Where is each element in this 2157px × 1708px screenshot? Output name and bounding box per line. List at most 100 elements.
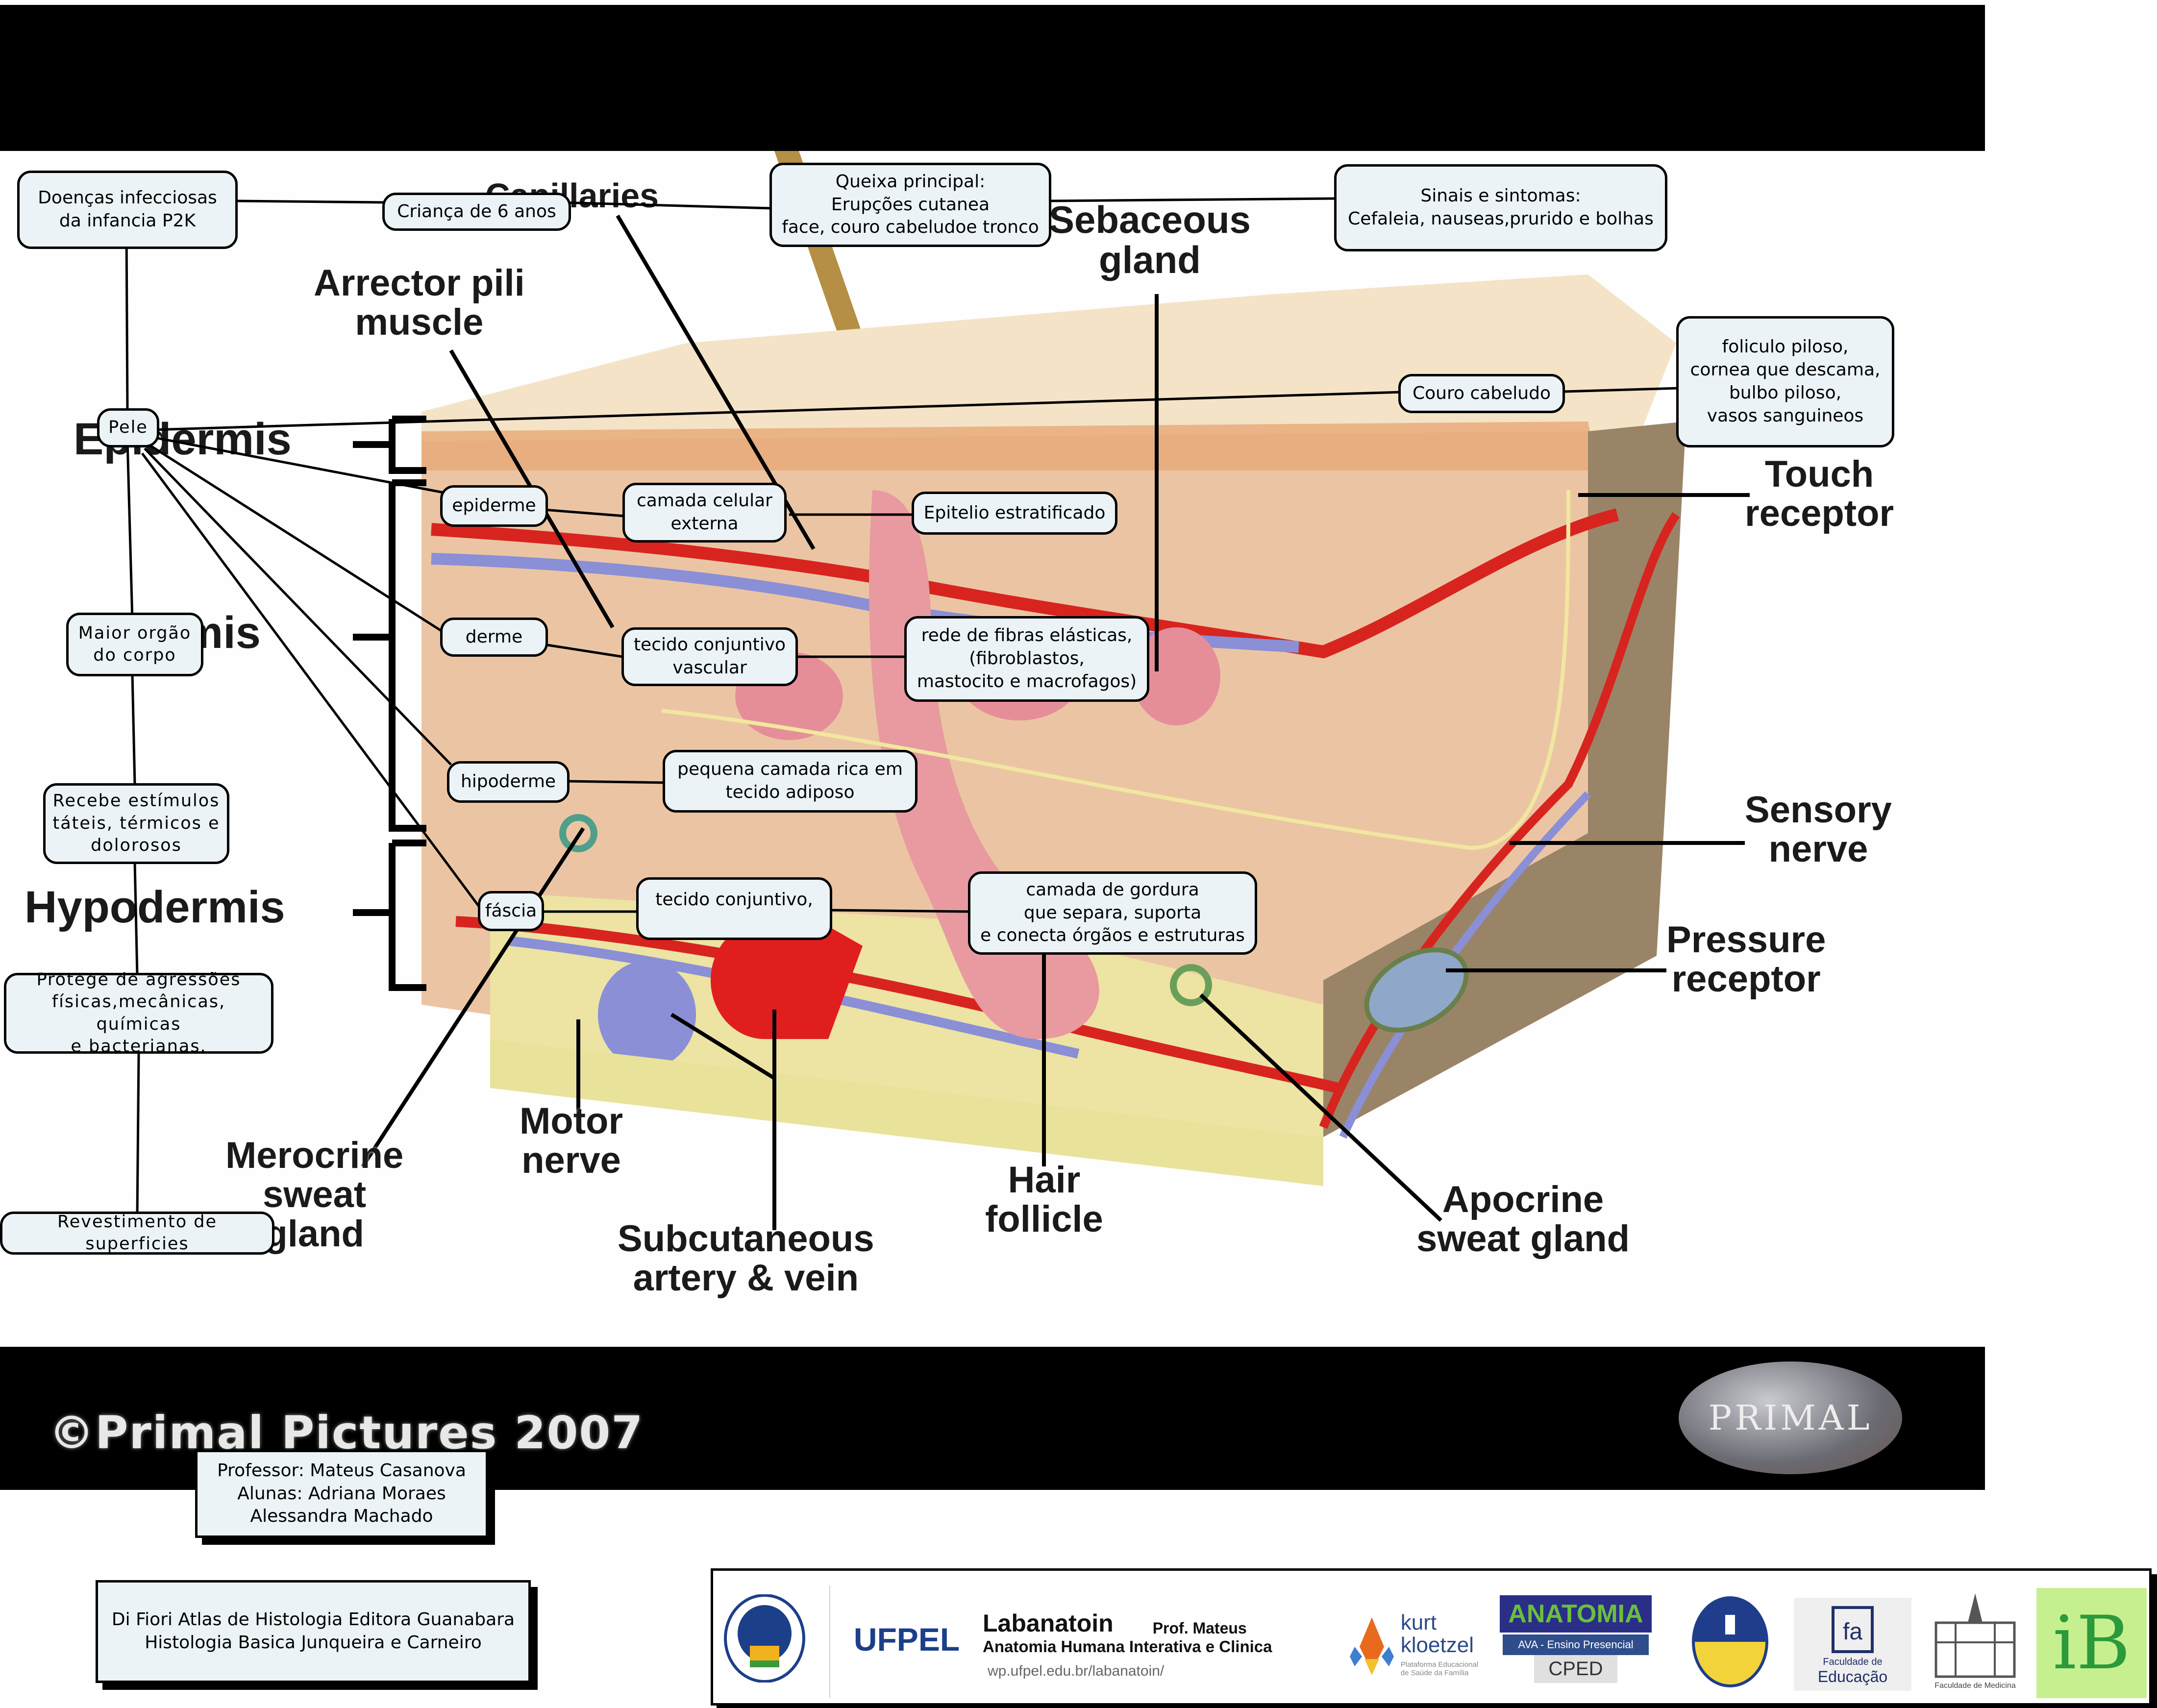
node-tecido-vascular[interactable]: tecido conjuntivo vascular xyxy=(621,627,798,686)
pressure-receptor xyxy=(1364,947,1469,1033)
labanatoin-url: wp.ufpel.edu.br/labanatoin/ xyxy=(988,1663,1165,1679)
credits-references: Di Fiori Atlas de Histologia Editora Gua… xyxy=(96,1580,531,1683)
label-subcutaneous-artery-vein: Subcutaneous artery & vein xyxy=(618,1218,874,1299)
node-recebe-estimulos[interactable]: Recebe estímulos táteis, térmicos e dolo… xyxy=(43,783,229,864)
primal-logo-text: PRIMAL xyxy=(1708,1398,1873,1438)
node-hipoderme[interactable]: hipoderme xyxy=(447,761,570,803)
instituto-biologia-logo: iB xyxy=(2036,1588,2147,1698)
institution-logos-strip: UFPEL Labanatoin Prof. Mateus Anatomia H… xyxy=(711,1568,2152,1706)
label-motor-nerve: Motor nerve xyxy=(520,1100,623,1181)
credits-authors: Professor: Mateus Casanova Alunas: Adria… xyxy=(195,1450,488,1538)
crest-icon xyxy=(1692,1596,1768,1687)
node-text: Queixa principal: Erupções cutanea face,… xyxy=(782,171,1039,238)
faculdade-educacao-logo: fa Faculdade de Educação xyxy=(1794,1598,1911,1691)
authors-text: Professor: Mateus Casanova Alunas: Adria… xyxy=(217,1460,466,1527)
bracket-dermis xyxy=(353,479,426,832)
label-merocrine-sweat-gland: Merocrine sweat gland xyxy=(225,1135,404,1255)
label-sensory-nerve: Sensory nerve xyxy=(1745,789,1892,870)
node-couro-detail[interactable]: foliculo piloso, cornea que descama, bul… xyxy=(1676,316,1894,447)
apocrine-coil xyxy=(1170,964,1212,1006)
node-text: camada celular externa xyxy=(637,491,772,534)
node-epiderme[interactable]: epiderme xyxy=(440,485,548,527)
sebaceous-gland-right xyxy=(1132,627,1220,725)
ava-text: AVA - Ensino Presencial xyxy=(1503,1634,1649,1655)
references-text: Di Fiori Atlas de Histologia Editora Gua… xyxy=(111,1609,515,1653)
node-fascia[interactable]: fáscia xyxy=(478,891,544,931)
ufpel-seal-icon xyxy=(724,1594,805,1683)
fae-icon: fa xyxy=(1832,1606,1874,1653)
merocrine-coil xyxy=(559,814,597,852)
node-rede-fibras[interactable]: rede de fibras elásticas, (fibroblastos,… xyxy=(904,616,1149,702)
node-text: tecido conjuntivo vascular xyxy=(633,635,786,678)
node-pele[interactable]: Pele xyxy=(97,408,159,447)
node-text: Sinais e sintomas: Cefaleia, nauseas,pru… xyxy=(1348,186,1654,229)
labanatoin-logo: Labanatoin Prof. Mateus Anatomia Humana … xyxy=(983,1590,1316,1698)
node-text: Doenças infecciosas da infancia P2K xyxy=(38,188,217,231)
fae-bottom-text: Educação xyxy=(1817,1668,1888,1685)
node-text: Pele xyxy=(108,418,148,438)
anatomia-text: ANATOMIA xyxy=(1500,1595,1652,1633)
bracket-epidermis xyxy=(353,416,426,474)
kurt-text: kurt kloetzel xyxy=(1400,1610,1474,1657)
label-arrector-pili: Arrector pili muscle xyxy=(314,262,525,343)
artery-upper xyxy=(431,508,1619,659)
ufpel-logo: UFPEL xyxy=(845,1610,968,1669)
node-text: Maior orgão do corpo xyxy=(78,623,192,666)
node-text: Protege de agressões físicas,mecânicas, … xyxy=(36,969,241,1057)
node-text: Couro cabeludo xyxy=(1412,383,1551,403)
fae-top-text: Faculdade de xyxy=(1823,1657,1883,1667)
node-crianca[interactable]: Criança de 6 anos xyxy=(382,193,571,231)
bracket-hypodermis xyxy=(353,840,426,991)
label-hypodermis: Hypodermis xyxy=(25,882,285,932)
ib-text: iB xyxy=(2053,1600,2131,1686)
node-pequena-camada[interactable]: pequena camada rica em tecido adiposo xyxy=(663,750,917,813)
node-doencas-infecciosas[interactable]: Doenças infecciosas da infancia P2K xyxy=(17,171,238,249)
node-camada-gordura[interactable]: camada de gordura que separa, suporta e … xyxy=(968,871,1257,955)
node-text: rede de fibras elásticas, (fibroblastos,… xyxy=(917,625,1137,692)
label-apocrine-sweat-gland: Apocrine sweat gland xyxy=(1416,1179,1630,1260)
node-queixa-principal[interactable]: Queixa principal: Erupções cutanea face,… xyxy=(769,163,1051,247)
kurt-kloetzel-icon xyxy=(1349,1617,1394,1675)
label-pressure-receptor: Pressure receptor xyxy=(1666,919,1826,1000)
faculdade-medicina-logo: Faculdade de Medicina xyxy=(1919,1585,2032,1698)
artery-trunk xyxy=(765,921,863,1039)
label-touch-receptor: Touch receptor xyxy=(1745,453,1894,534)
ufpel-text: UFPEL xyxy=(853,1621,960,1658)
medicina-building-icon xyxy=(1934,1593,2016,1678)
node-text: derme xyxy=(465,626,523,647)
bottom-fat-band xyxy=(490,1039,1323,1186)
kurt-kloetzel-logo: kurt kloetzel Plataforma Educacional de … xyxy=(1321,1595,1507,1693)
top-black-bar xyxy=(0,5,1985,151)
ufpel-seal-logo xyxy=(720,1593,809,1683)
cped-text: CPED xyxy=(1534,1655,1618,1683)
svg-text:fa: fa xyxy=(1843,1619,1862,1645)
node-text: Recebe estímulos táteis, térmicos e dolo… xyxy=(52,791,220,856)
crest-logo xyxy=(1681,1593,1779,1691)
kurt-subtitle: Plataforma Educacional de Saúde da Famíl… xyxy=(1400,1660,1479,1678)
node-text: epiderme xyxy=(452,495,536,516)
node-text: Revestimento de superficies xyxy=(57,1212,218,1254)
node-protege[interactable]: Protege de agressões físicas,mecânicas, … xyxy=(4,970,273,1056)
label-sebaceous-gland: Sebaceous gland xyxy=(1049,198,1251,281)
node-epitelio[interactable]: Epitelio estratificado xyxy=(912,492,1117,535)
node-camada-celular[interactable]: camada celular externa xyxy=(622,483,787,543)
labanatoin-subtitle: Anatomia Humana Interativa e Clinica xyxy=(983,1637,1272,1656)
node-text: tecido conjuntivo, xyxy=(655,890,813,910)
prof-mateus-text: Prof. Mateus xyxy=(1152,1619,1247,1637)
node-tecido-conjuntivo[interactable]: tecido conjuntivo, xyxy=(636,877,832,940)
node-derme[interactable]: derme xyxy=(440,618,548,657)
node-maior-orgao[interactable]: Maior orgão do corpo xyxy=(66,613,203,676)
node-text: Epitelio estratificado xyxy=(923,502,1106,523)
node-revestimento[interactable]: Revestimento de superficies xyxy=(0,1212,274,1255)
node-text: hipoderme xyxy=(460,771,556,792)
labanatoin-text: Labanatoin xyxy=(983,1609,1114,1637)
node-text: Criança de 6 anos xyxy=(397,201,556,222)
logo-divider xyxy=(829,1585,830,1698)
label-hair-follicle: Hair follicle xyxy=(985,1159,1103,1240)
primal-logo: PRIMAL xyxy=(1679,1361,1902,1474)
node-sinais-sintomas[interactable]: Sinais e sintomas: Cefaleia, nauseas,pru… xyxy=(1334,164,1667,251)
node-couro-cabeludo[interactable]: Couro cabeludo xyxy=(1398,374,1565,413)
anatomia-ava-logo: ANATOMIA AVA - Ensino Presencial CPED xyxy=(1500,1595,1652,1693)
node-text: foliculo piloso, cornea que descama, bul… xyxy=(1690,337,1881,426)
node-text: camada de gordura que separa, suporta e … xyxy=(980,879,1245,946)
